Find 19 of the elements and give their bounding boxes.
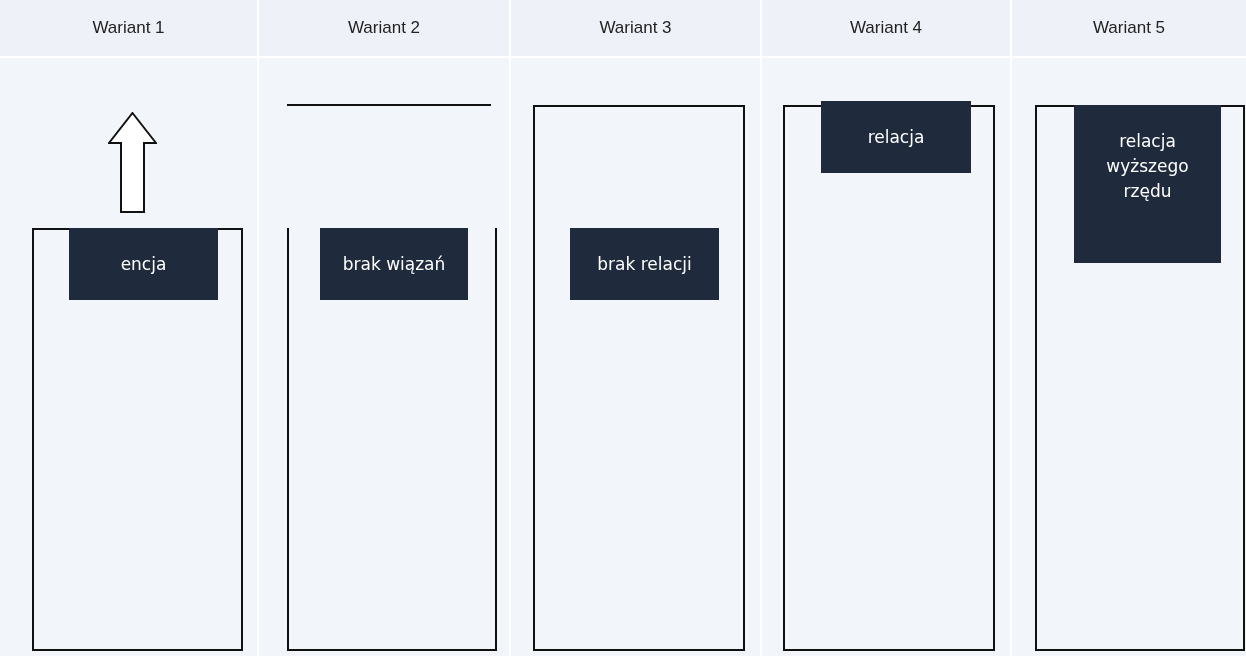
column-panel <box>1012 0 1246 656</box>
open-container <box>287 228 497 651</box>
column-header: Wariant 4 <box>762 0 1010 58</box>
container-outline <box>32 228 243 651</box>
column-panel <box>511 0 760 656</box>
label-box: brak relacji <box>570 228 719 300</box>
column-header: Wariant 3 <box>511 0 760 58</box>
label-box: encja <box>69 228 218 300</box>
container-outline <box>1035 105 1245 651</box>
label-box: relacja <box>821 101 971 173</box>
column-panel <box>259 0 509 656</box>
label-box: relacja wyższego rzędu <box>1074 105 1221 263</box>
column-header: Wariant 5 <box>1012 0 1246 58</box>
column-panel <box>0 0 257 656</box>
column-header: Wariant 2 <box>259 0 509 58</box>
column-header: Wariant 1 <box>0 0 257 58</box>
container-outline <box>533 105 745 651</box>
column-panel <box>762 0 1010 656</box>
label-box: brak wiązań <box>320 228 468 300</box>
